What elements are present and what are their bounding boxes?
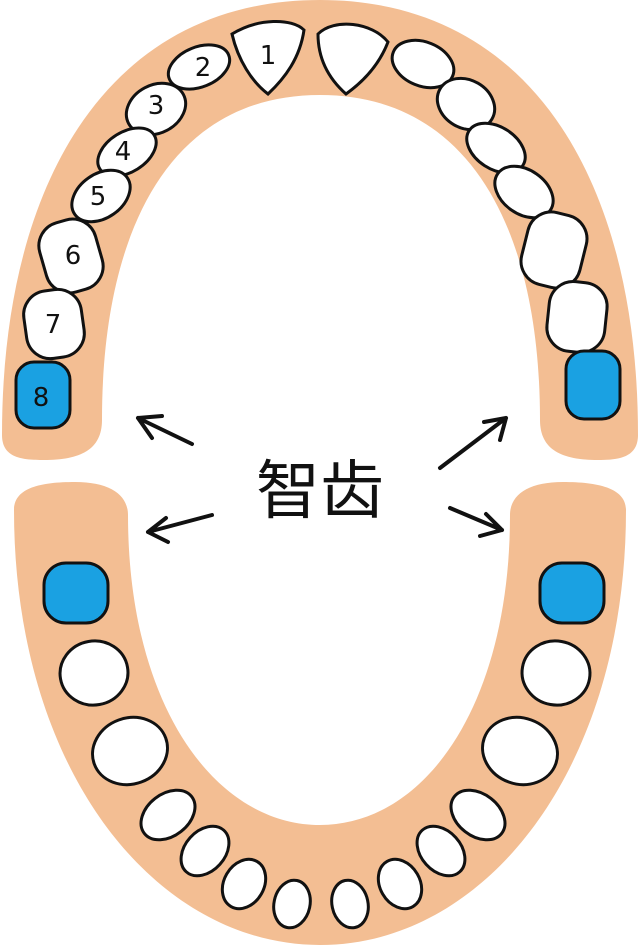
upper-tooth xyxy=(519,210,589,290)
lower-tooth xyxy=(376,857,424,911)
lower-left-teeth xyxy=(330,561,606,930)
arrow-lower-left xyxy=(146,513,214,544)
lower-tooth xyxy=(220,857,268,911)
tooth-5 xyxy=(70,168,132,224)
tooth-number-6: 6 xyxy=(65,241,82,271)
lower-tooth xyxy=(139,788,197,842)
tooth-6 xyxy=(37,217,105,295)
upper-wisdom-tooth xyxy=(564,349,622,421)
upper-tooth xyxy=(545,280,609,354)
tooth-3 xyxy=(124,81,188,137)
upper-tooth xyxy=(390,38,456,90)
arrow-upper-right xyxy=(438,416,508,470)
tooth-8-wisdom xyxy=(14,360,72,430)
tooth-number-8: 8 xyxy=(33,383,50,413)
tooth-number-3: 3 xyxy=(148,91,165,121)
arrow-lower-right xyxy=(448,506,504,538)
upper-tooth xyxy=(316,22,390,96)
tooth-number-5: 5 xyxy=(90,182,107,212)
tooth-number-2: 2 xyxy=(195,53,212,83)
tooth-number-1: 1 xyxy=(260,41,277,71)
arrow-upper-left xyxy=(136,414,194,446)
lower-wisdom-tooth xyxy=(538,561,606,625)
lower-tooth xyxy=(91,715,169,787)
lower-tooth xyxy=(272,878,312,930)
lower-tooth xyxy=(179,824,231,878)
lower-gum xyxy=(14,482,626,945)
tooth-number-7: 7 xyxy=(45,310,62,340)
lower-tooth xyxy=(415,824,467,878)
wisdom-teeth-label: 智齿 xyxy=(256,455,384,529)
lower-tooth xyxy=(449,788,507,842)
tooth-4 xyxy=(96,126,158,178)
tooth-number-4: 4 xyxy=(115,137,132,167)
lower-right-teeth xyxy=(42,561,312,930)
lower-tooth xyxy=(481,715,559,787)
pointer-arrows xyxy=(136,414,508,544)
upper-left-teeth xyxy=(316,22,622,421)
upper-tooth xyxy=(493,164,555,220)
lower-tooth xyxy=(58,639,130,707)
lower-tooth xyxy=(520,639,592,707)
lower-tooth xyxy=(330,878,370,930)
upper-tooth xyxy=(435,76,497,132)
tooth-1 xyxy=(230,20,306,96)
upper-tooth xyxy=(465,121,527,175)
upper-right-teeth: 1 2 3 4 5 6 7 8 xyxy=(14,20,306,430)
tooth-7 xyxy=(22,287,86,361)
tooth-2 xyxy=(166,43,232,91)
lower-wisdom-tooth xyxy=(42,561,110,625)
